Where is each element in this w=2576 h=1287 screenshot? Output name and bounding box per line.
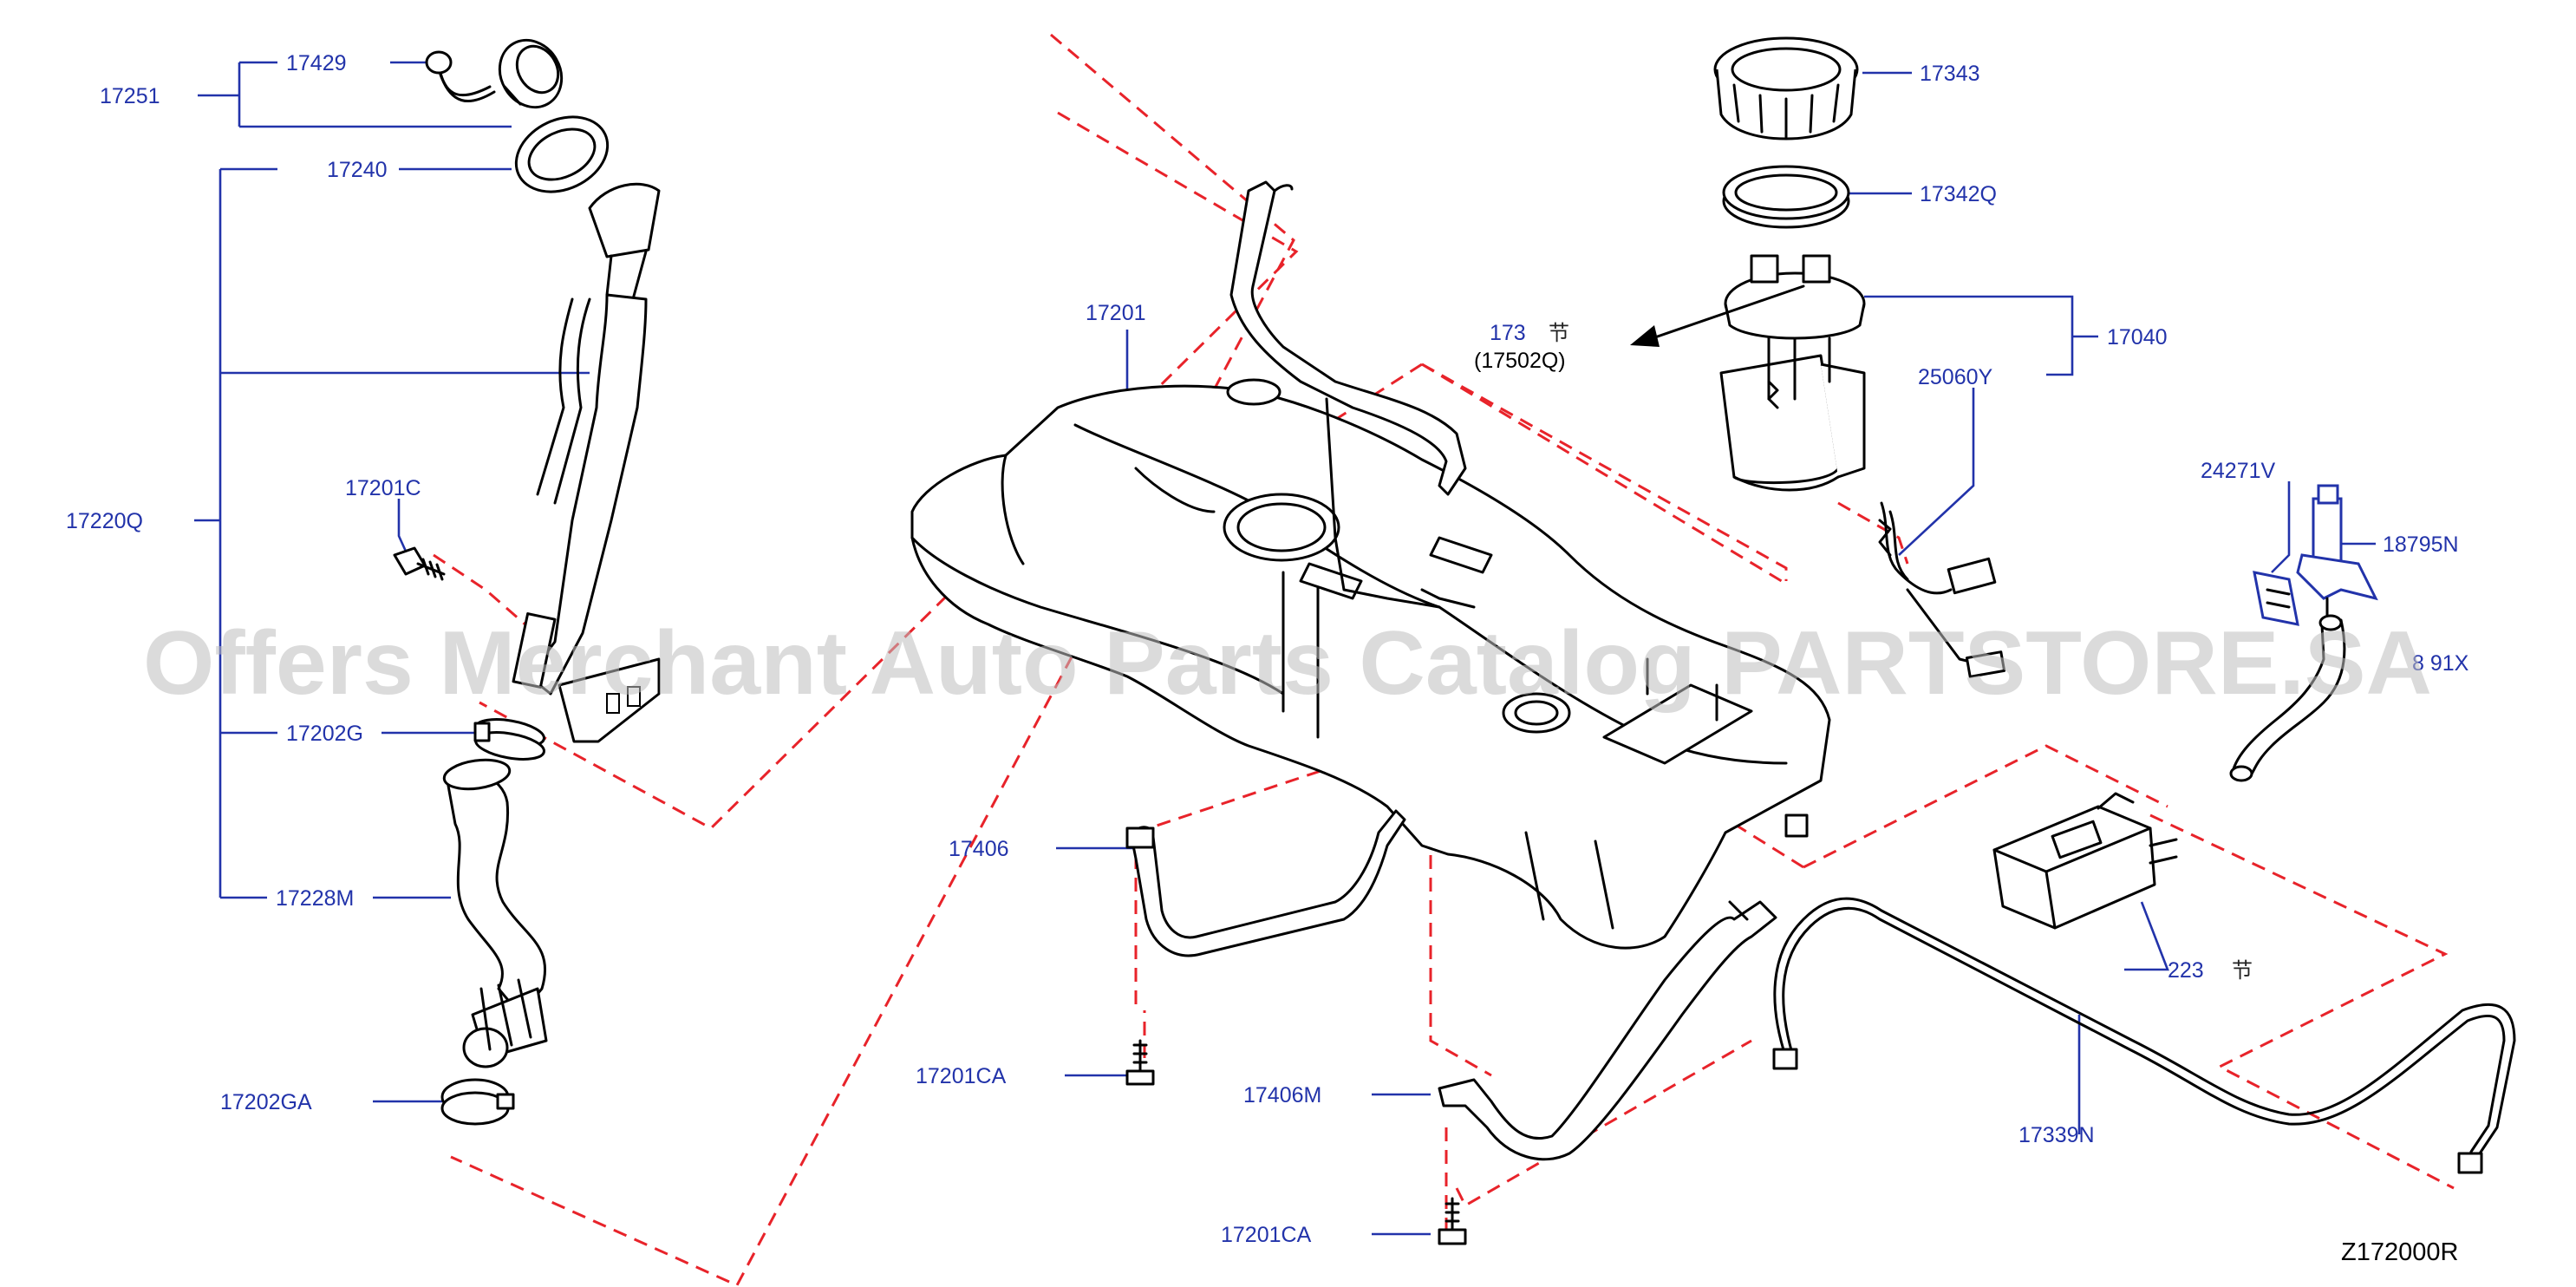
label-223: 223 <box>2168 958 2204 983</box>
bolt-17201C <box>393 546 446 581</box>
label-17228M: 17228M <box>276 886 354 911</box>
clamp-17202GA <box>440 1078 515 1126</box>
label-17201CA-2: 17201CA <box>1221 1223 1312 1247</box>
label-17202GA: 17202GA <box>220 1090 312 1114</box>
fuel-tank-17201 <box>910 378 1831 950</box>
label-17040: 17040 <box>2107 325 2168 350</box>
label-17201CA-1: 17201CA <box>916 1064 1007 1088</box>
fuel-sender-25060Y <box>1878 501 2006 678</box>
label-17202G: 17202G <box>286 722 363 746</box>
fuel-pump-17040 <box>1719 254 1866 492</box>
part-labels: 17251 17429 17240 17220Q 17201C 17202G 1… <box>66 51 2469 1247</box>
label-17240: 17240 <box>327 158 388 182</box>
filler-cap-17251 <box>498 38 564 109</box>
pipe-17339N <box>1772 897 2516 1174</box>
label-17406: 17406 <box>949 837 1009 861</box>
label-173-mark: 节 <box>1549 321 1569 345</box>
label-17342Q: 17342Q <box>1920 182 1997 206</box>
bracket-24271V <box>2253 571 2299 626</box>
label-17343: 17343 <box>1920 62 1980 86</box>
valve-18795N <box>2296 484 2378 626</box>
gasket-17342Q <box>1722 165 1850 229</box>
label-17339N: 17339N <box>2018 1123 2095 1147</box>
canister-223 <box>1992 792 2178 930</box>
label-18795N: 18795N <box>2383 532 2459 557</box>
clamp-17202G <box>473 718 545 761</box>
leader-lines <box>194 61 2376 1236</box>
gasket-ring-17240 <box>514 115 610 193</box>
direction-arrow-icon <box>1630 284 1805 347</box>
label-223-mark: 节 <box>2232 958 2253 983</box>
strap-17406 <box>1125 809 1406 957</box>
strap-17406M <box>1438 900 1777 1161</box>
label-173: 173 <box>1490 321 1526 345</box>
label-18791X: 8 91X <box>2412 651 2469 676</box>
vent-tube <box>1229 180 1467 609</box>
bolt-17201CA-2 <box>1438 1197 1467 1245</box>
label-17251: 17251 <box>100 84 160 108</box>
filler-tube-17220Q <box>512 182 661 743</box>
label-17220Q: 17220Q <box>66 509 143 533</box>
cap-plug-17429 <box>425 50 496 103</box>
lock-ring-17343 <box>1713 36 1859 140</box>
hose-17228M <box>442 758 548 1068</box>
bolt-17201CA-1 <box>1125 1039 1155 1086</box>
label-17429: 17429 <box>286 51 347 75</box>
label-17406M: 17406M <box>1243 1083 1321 1107</box>
label-25060Y: 25060Y <box>1918 365 1993 389</box>
label-17201: 17201 <box>1086 301 1146 325</box>
diagram-reference-code: Z172000R <box>2341 1238 2458 1266</box>
label-17201C: 17201C <box>345 476 421 500</box>
label-24271V: 24271V <box>2201 459 2276 483</box>
hose-18791X <box>2229 614 2346 782</box>
label-17502Q: (17502Q) <box>1474 349 1566 373</box>
watermark-text: Offers Merchant Auto Parts Catalog PARTS… <box>143 613 2432 714</box>
